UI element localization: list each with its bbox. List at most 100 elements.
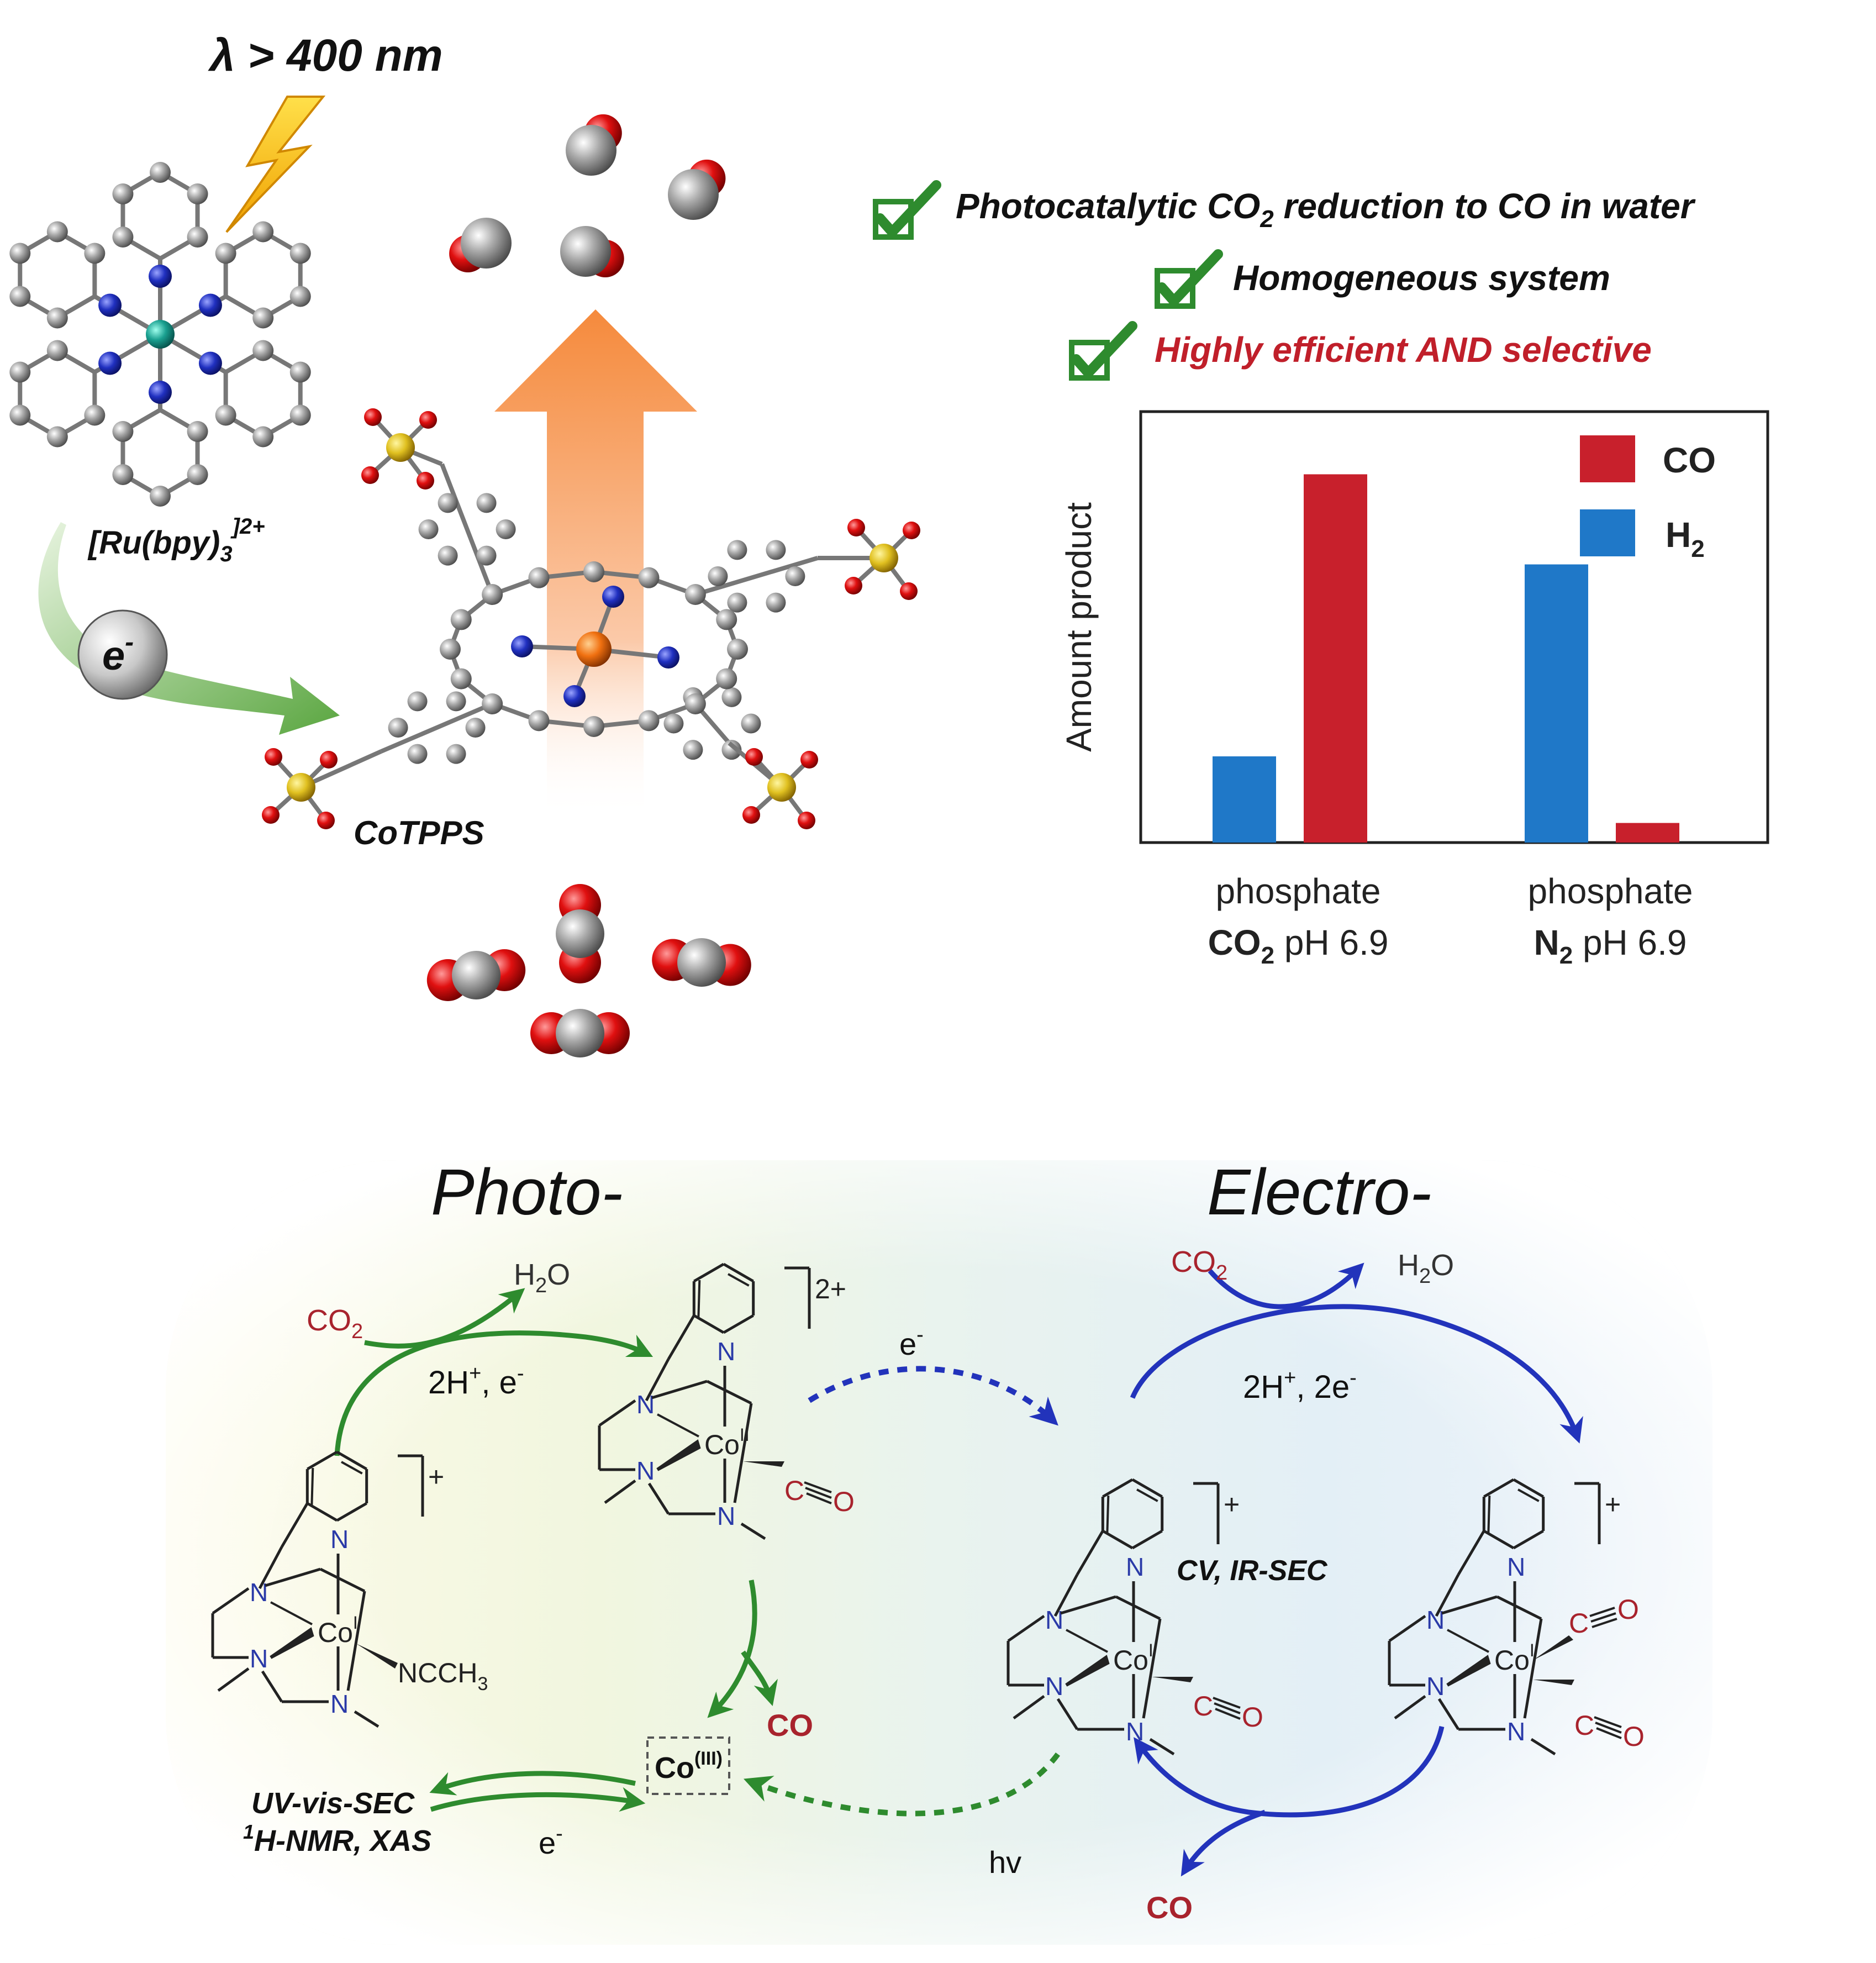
carbon-atom	[112, 421, 134, 442]
nitrogen-atom	[198, 293, 222, 317]
carbon-atom	[215, 404, 236, 426]
carbon-atom	[112, 464, 134, 485]
carbon-atom	[452, 951, 500, 999]
carbon-atom	[289, 404, 311, 426]
carbon-atom	[482, 584, 503, 606]
co-molecule	[449, 218, 512, 272]
electro-co-release-arrow	[1181, 1809, 1266, 1877]
gas-molecules	[426, 114, 751, 1057]
mechanism-scheme: Photo- Electro- CO2 H2O 2H+, e- CO Co(II…	[166, 1156, 1712, 1945]
equilibrium-arrow-back	[429, 1771, 636, 1796]
photo-reagents-label: 2H+, e-	[428, 1362, 524, 1401]
charge-label: +	[1224, 1489, 1240, 1520]
carbon-atom	[84, 404, 106, 426]
carbon-atom	[84, 243, 106, 264]
bar-h2-category-2	[1525, 564, 1588, 843]
carbon-atom	[450, 668, 472, 690]
nitrogen-atom	[149, 381, 172, 404]
legend-swatch-h2	[1580, 509, 1635, 556]
cotpps-label: CoTPPS	[354, 814, 484, 851]
cobalt-atom	[576, 631, 612, 667]
carbon-atom	[252, 340, 274, 361]
carbon-atom	[289, 243, 311, 264]
carbonyl-oxygen-label: O	[1617, 1594, 1639, 1625]
carbon-atom	[450, 609, 472, 630]
x-tick-label-1-line1: phosphate	[1216, 871, 1381, 911]
ru-bpy3-label: [Ru(bpy)3]2+	[87, 514, 265, 566]
carbon-atom	[187, 227, 208, 248]
carbon-atom	[446, 691, 466, 712]
nitrogen-label: N	[1507, 1717, 1525, 1746]
oxygen-atom	[847, 519, 865, 536]
carbon-atom	[566, 125, 616, 176]
photolysis-dashed-arrow	[743, 1753, 1061, 1817]
electro-title: Electro-	[1207, 1156, 1432, 1229]
nitrogen-atom	[657, 646, 679, 669]
electro-water-release-arrow	[1208, 1262, 1364, 1309]
oxygen-atom	[742, 806, 760, 824]
carbon-atom	[46, 307, 68, 329]
co2-molecule	[556, 884, 604, 983]
charge-label: +	[1605, 1489, 1621, 1520]
photo-h2o-label: H2O	[514, 1258, 570, 1297]
carbon-atom	[638, 710, 660, 731]
carbon-atom	[9, 404, 31, 426]
carbon-atom	[289, 286, 311, 307]
bar-h2-category-1	[1213, 756, 1276, 843]
carbonyl-carbon-label: C	[1569, 1608, 1589, 1639]
hv-label: hv	[989, 1845, 1021, 1880]
carbon-atom	[252, 307, 274, 329]
nitrogen-label: N	[717, 1337, 735, 1366]
checklist-item-3: Highly efficient AND selective	[1155, 330, 1652, 370]
oxygen-atom	[364, 408, 382, 426]
photo-co-product-label: CO	[767, 1708, 813, 1743]
sulfur-atom	[287, 773, 315, 802]
acetonitrile-ligand-label: NCCH3	[398, 1657, 488, 1694]
oxygen-atom	[745, 748, 763, 766]
carbon-atom	[465, 717, 486, 738]
carbon-atom	[407, 691, 428, 712]
oxygen-atom	[900, 582, 918, 600]
co2-molecule	[530, 1009, 630, 1057]
check-icon	[873, 180, 941, 240]
oxygen-atom	[262, 806, 280, 824]
carbon-atom	[438, 545, 458, 566]
carbon-atom	[663, 713, 684, 734]
carbonyl-oxygen-label: O	[1242, 1702, 1263, 1733]
oxygen-atom	[361, 466, 379, 484]
oxygen-atom	[317, 812, 335, 829]
co2-molecule	[426, 949, 526, 1002]
bar-co-category-1	[1304, 474, 1367, 843]
photo-methods-line2: 1H-NMR, XAS	[243, 1820, 431, 1857]
oxygen-atom	[903, 522, 920, 539]
carbonyl-carbon-label: C	[1193, 1691, 1213, 1722]
electron-transfer-dashed-arrow	[808, 1366, 1058, 1426]
carbon-atom	[721, 740, 742, 760]
carbonyl-carbon-label: C	[784, 1475, 804, 1506]
oxygen-atom	[417, 472, 434, 490]
cotpps-molecule-illustration	[262, 408, 920, 829]
cobalt-label: CoI	[1113, 1640, 1153, 1676]
charge-label: +	[428, 1461, 444, 1492]
equilibrium-arrow-forward	[430, 1787, 646, 1812]
nitrogen-atom	[149, 265, 172, 288]
co-molecule	[566, 114, 622, 176]
sulfur-atom	[386, 433, 415, 462]
carbon-atom	[684, 584, 706, 606]
photo-methods-line1: UV-vis-SEC	[251, 1787, 415, 1820]
nitrogen-atom	[98, 293, 122, 317]
charge-label: 2+	[815, 1273, 846, 1304]
x-tick-label-1-line2: CO2 pH 6.9	[1208, 923, 1389, 969]
carbon-atom	[716, 609, 737, 630]
carbon-atom	[112, 227, 134, 248]
carbon-atom	[440, 639, 461, 660]
co-molecule	[668, 159, 726, 220]
carbon-atom	[407, 744, 428, 764]
electro-methods-label: CV, IR-SEC	[1177, 1555, 1328, 1587]
photo-co-release-arrow	[741, 1650, 778, 1706]
nitrogen-label: N	[636, 1456, 655, 1485]
